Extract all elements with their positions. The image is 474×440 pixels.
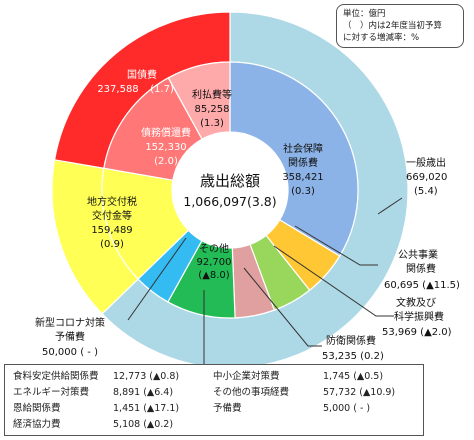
label-public-works-name1: 公共事業 bbox=[398, 248, 438, 261]
leader-lines bbox=[127, 197, 403, 366]
label-other-name: その他 bbox=[199, 242, 229, 255]
label-defense-name: 防衛関係費 bbox=[326, 334, 376, 347]
label-local-change: (0.9) bbox=[100, 239, 124, 250]
label-other-value: 92,700 bbox=[197, 257, 232, 268]
center-hole bbox=[172, 132, 288, 248]
breakdown-value: 8,891 (▲6.4) bbox=[113, 387, 174, 398]
outer-ring bbox=[51, 11, 409, 369]
label-redemption-name: 債務償還費 bbox=[141, 126, 191, 139]
breakdown-name: 食料安定供給関係費 bbox=[13, 371, 99, 382]
label-local-value: 159,489 bbox=[91, 225, 132, 236]
label-interest-change: (1.3) bbox=[200, 118, 224, 129]
breakdown-name: エネルギー対策費 bbox=[13, 387, 90, 398]
label-social-change: (0.3) bbox=[291, 186, 315, 197]
breakdown-name: 中小企業対策費 bbox=[213, 371, 280, 382]
label-social-name2: 関係費 bbox=[288, 156, 318, 169]
label-redemption-change: (2.0) bbox=[154, 156, 178, 167]
unit-note: 単位：億円 （ ）内は2年度当初予算 に対する増減率：% bbox=[336, 4, 464, 48]
label-kokusaihi-change: (1.7) bbox=[150, 84, 174, 95]
breakdown-name: 経済協力費 bbox=[13, 419, 61, 430]
leader-general bbox=[377, 197, 403, 215]
breakdown-value: 57,732 (▲10.9) bbox=[323, 387, 396, 398]
label-corona-name1: 新型コロナ対策 bbox=[35, 316, 105, 329]
breakdown-value: 1,451 (▲17.1) bbox=[113, 403, 180, 414]
label-local-name2: 交付金等 bbox=[92, 209, 132, 222]
label-defense-value: 53,235 (0.2) bbox=[322, 351, 384, 362]
center-value: 1,066,097(3.8) bbox=[183, 194, 276, 209]
label-social-name1: 社会保障 bbox=[283, 142, 323, 155]
label-public-works-name2: 関係費 bbox=[406, 262, 436, 275]
label-general-name: 一般歳出 bbox=[406, 156, 446, 169]
breakdown-value: 5,000 ( - ) bbox=[323, 403, 371, 414]
label-education-name1: 文教及び bbox=[396, 296, 436, 309]
label-corona-value: 50,000 ( - ) bbox=[42, 347, 98, 358]
breakdown-value: 12,773 (▲0.8) bbox=[113, 371, 180, 382]
label-general-change: (5.4) bbox=[414, 186, 438, 197]
label-redemption-value: 152,330 bbox=[145, 142, 186, 153]
unit-note-line3: に対する増減率：% bbox=[343, 33, 420, 43]
unit-note-line1: 単位：億円 bbox=[343, 9, 386, 19]
inner-slice-8 bbox=[167, 61, 231, 140]
label-education-name2: 科学振興費 bbox=[394, 310, 444, 323]
leader-public-works bbox=[294, 225, 378, 266]
other-breakdown-table: 食料安定供給関係費 12,773 (▲0.8) 中小企業対策費 1,745 (▲… bbox=[4, 364, 424, 436]
label-general-value: 669,020 bbox=[406, 172, 447, 183]
breakdown-value: 5,108 (▲0.2) bbox=[113, 419, 174, 430]
label-public-works-value: 60,695 (▲11.5) bbox=[384, 280, 460, 291]
leader-education bbox=[273, 245, 394, 317]
leader-corona bbox=[127, 237, 187, 321]
leader-defense bbox=[243, 267, 322, 347]
label-corona-name2: 予備費 bbox=[55, 330, 85, 343]
label-social-value: 358,421 bbox=[282, 172, 323, 183]
label-other-change: (▲8.0) bbox=[198, 270, 229, 281]
label-interest-name: 利払費等 bbox=[192, 88, 232, 101]
center-title: 歳出総額 bbox=[200, 172, 260, 190]
label-local-name1: 地方交付税 bbox=[87, 195, 137, 208]
breakdown-name: 恩給関係費 bbox=[13, 403, 61, 414]
unit-note-line2: （ ）内は2年度当初予算 bbox=[343, 21, 442, 31]
breakdown-value: 1,745 (▲0.5) bbox=[323, 371, 384, 382]
label-education-value: 53,969 (▲2.0) bbox=[382, 327, 452, 338]
label-kokusaihi-value: 237,588 bbox=[97, 84, 138, 95]
breakdown-name: その他の事項経費 bbox=[213, 387, 290, 398]
label-kokusaihi-name: 国債費 bbox=[127, 68, 157, 81]
label-interest-value: 85,258 bbox=[195, 104, 230, 115]
breakdown-name: 予備費 bbox=[213, 403, 242, 414]
